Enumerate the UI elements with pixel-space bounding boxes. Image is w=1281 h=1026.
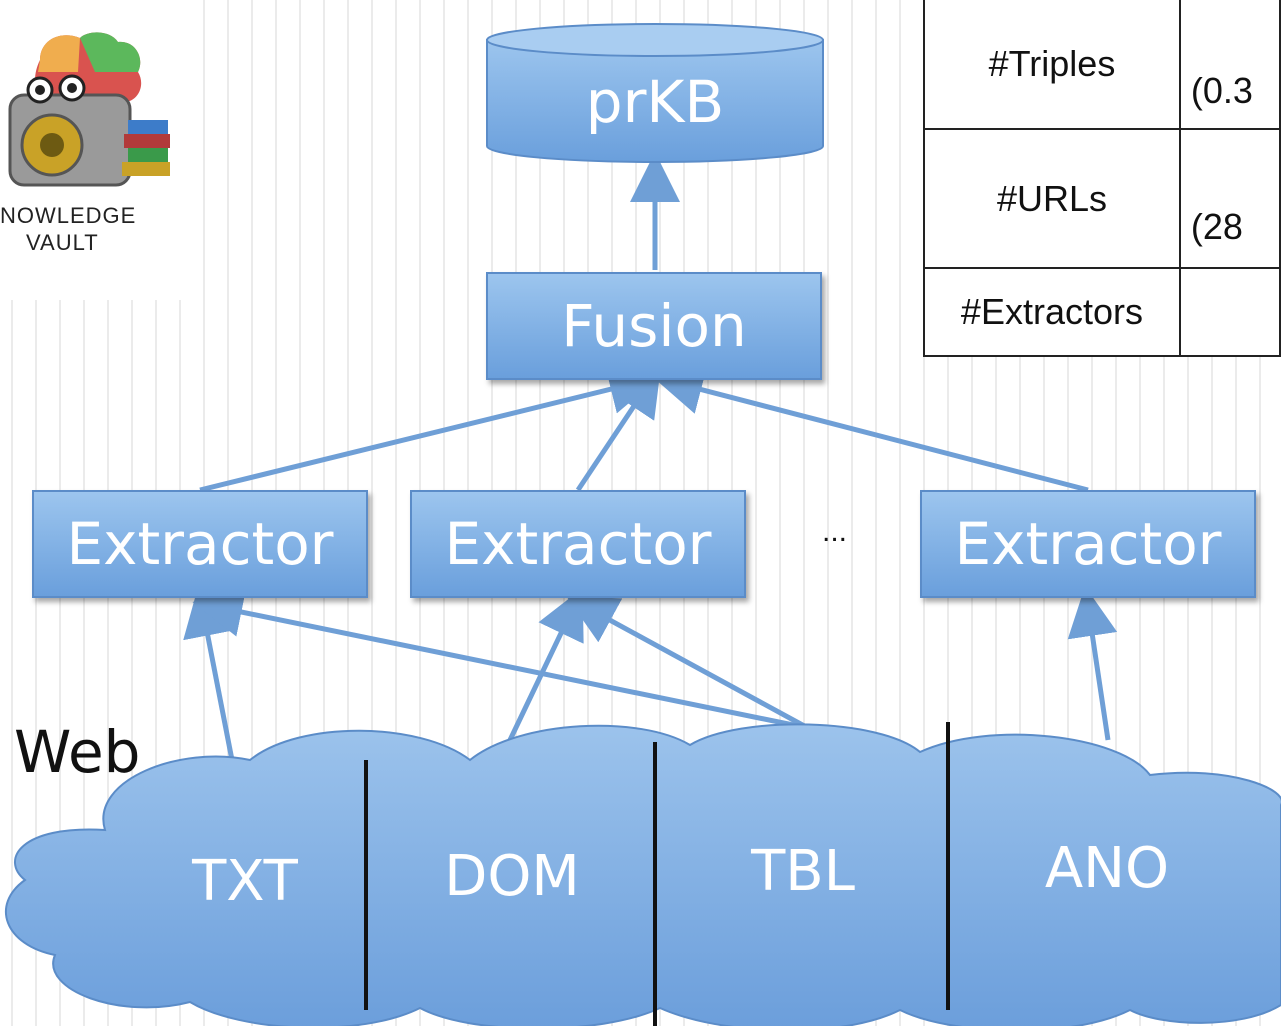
table-row: #Extractors <box>923 267 1281 357</box>
arrow-ano-to-extractor3 <box>1067 586 1118 741</box>
web-label: Web <box>14 718 141 786</box>
prkb-cylinder <box>486 23 824 163</box>
stats-table: #Triples (0.3 #URLs (28 #Extractors <box>923 0 1281 357</box>
source-ano: ANO <box>1045 836 1169 901</box>
logo-text-line-2: VAULT <box>26 230 99 255</box>
table-row: #Triples (0.3 <box>923 0 1281 130</box>
extractor-box-2: Extractor <box>410 490 746 598</box>
arrow-dom-to-extractor2 <box>507 587 584 742</box>
web-cloud <box>5 722 1281 1026</box>
table-cell-label: #Triples <box>923 0 1181 130</box>
table-cell-value <box>1178 267 1281 357</box>
arrow-tbl-to-extractor2 <box>566 596 810 731</box>
arrows <box>183 152 1118 761</box>
arrow-extractor1-to-fusion <box>199 364 660 493</box>
extractor-box-3: Extractor <box>920 490 1256 598</box>
vault-mascot-icon <box>8 32 170 187</box>
table-cell-label: #URLs <box>923 128 1181 269</box>
table-row: #URLs (28 <box>923 128 1281 269</box>
ellipsis-text: ... <box>822 515 848 548</box>
arrow-extractor2-to-fusion <box>575 365 662 492</box>
source-tbl: TBL <box>750 839 855 904</box>
knowledge-vault-logo: NOWLEDGE VAULT <box>0 0 185 300</box>
table-cell-value: (0.3 <box>1178 0 1281 130</box>
source-txt: TXT <box>191 849 299 914</box>
source-dom: DOM <box>444 844 580 909</box>
prkb-label: prKB <box>586 68 725 136</box>
arrow-extractor3-to-fusion <box>652 365 1089 493</box>
extractor-box-1: Extractor <box>32 490 368 598</box>
table-value-text: (0.3 <box>1190 70 1253 111</box>
table-cell-value: (28 <box>1178 128 1281 269</box>
arrow-tbl-to-extractor1 <box>192 587 809 731</box>
table-cell-label: #Extractors <box>923 267 1181 357</box>
logo-text-line-1: NOWLEDGE <box>0 203 137 228</box>
table-value-text: (28 <box>1190 206 1243 247</box>
fusion-box: Fusion <box>486 272 822 380</box>
